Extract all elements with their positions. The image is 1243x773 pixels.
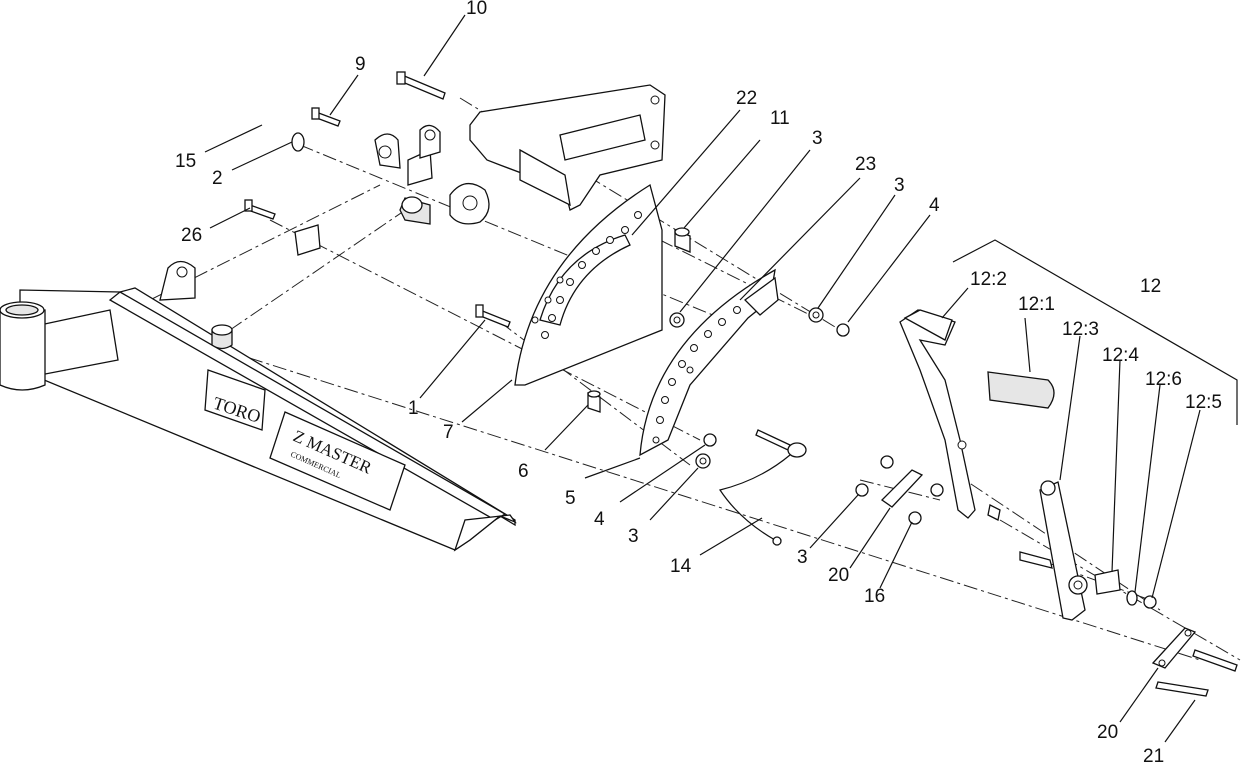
callout-12-6: 12:6	[1145, 369, 1182, 390]
callout-20a: 20	[828, 565, 849, 586]
callout-2: 2	[212, 168, 223, 189]
spring-stack	[1094, 569, 1157, 609]
spacers-and-nuts	[587, 227, 944, 525]
callout-6: 6	[518, 461, 529, 482]
callout-leaders	[204, 14, 1201, 743]
callout-3c: 3	[628, 526, 639, 547]
pedal-assembly	[899, 309, 1055, 521]
lever-arm	[1019, 480, 1088, 621]
spacer-plates	[291, 132, 321, 256]
frame-weldment: TORO Z MASTER COMMERCIAL	[0, 260, 517, 552]
callout-3b: 3	[894, 175, 905, 196]
callout-11: 11	[770, 108, 790, 129]
callout-7: 7	[443, 422, 454, 443]
callout-4a: 4	[929, 195, 940, 216]
callout-5: 5	[565, 488, 576, 509]
quadrant-holes-rear	[531, 211, 642, 339]
callout-3d: 3	[797, 547, 808, 568]
callout-12-3: 12:3	[1062, 319, 1099, 340]
quadrant-plate-rear	[514, 183, 663, 386]
detent-pin	[719, 429, 807, 546]
callout-1: 1	[408, 398, 419, 419]
callout-10: 10	[466, 0, 487, 19]
callout-20b: 20	[1097, 722, 1118, 743]
quadrant-plate-front	[639, 268, 779, 457]
callout-12-5: 12:5	[1185, 392, 1222, 413]
link-plates	[880, 469, 1197, 669]
callout-22: 22	[736, 88, 757, 109]
callout-23: 23	[855, 154, 876, 175]
callout-16: 16	[864, 586, 885, 607]
callout-21: 21	[1143, 746, 1164, 767]
bolts	[244, 71, 1238, 697]
callout-12-4: 12:4	[1102, 345, 1139, 366]
callout-3a: 3	[812, 128, 823, 149]
quadrant-holes-front	[652, 306, 741, 444]
callout-12-2: 12:2	[970, 269, 1007, 290]
pivot-bracket	[374, 124, 490, 225]
callout-15: 15	[175, 151, 196, 172]
callout-12: 12	[1140, 276, 1161, 297]
callout-labels: 10 9 15 2 26 1 7 22 11 3 23 3 4 6 5 4 3 …	[175, 0, 1222, 767]
callout-4b: 4	[594, 509, 605, 530]
callout-14: 14	[670, 556, 692, 577]
callout-9: 9	[355, 54, 366, 75]
callout-12-1: 12:1	[1018, 294, 1055, 315]
upper-bracket	[469, 84, 666, 211]
group-bracket-12	[952, 239, 1238, 425]
callout-26: 26	[181, 225, 202, 246]
